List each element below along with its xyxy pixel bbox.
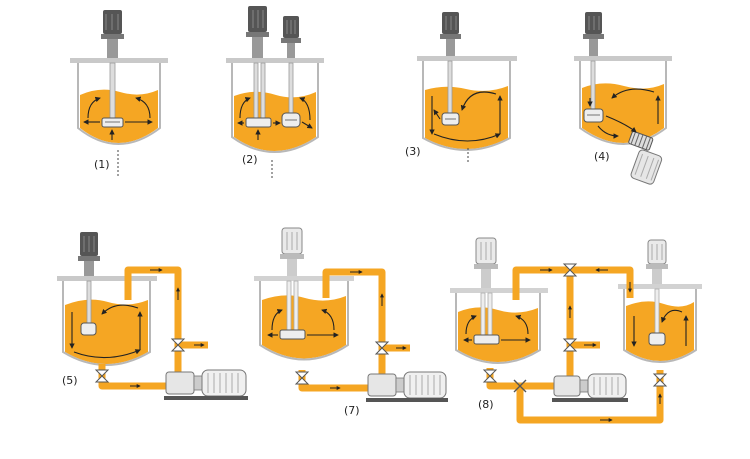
tank-lid [574, 56, 672, 61]
config-label: (7) [344, 404, 360, 417]
shaft [86, 280, 92, 326]
shaft [654, 288, 660, 336]
motor-2b [281, 16, 301, 58]
tank-1 [70, 58, 168, 145]
flow-arrow-icon [540, 268, 662, 422]
shaft [293, 280, 299, 332]
flow-arrow-icon [463, 314, 531, 343]
motor-8b [646, 239, 668, 284]
valve-icon [294, 371, 310, 385]
tank-wall [62, 280, 151, 366]
valve-icon [562, 263, 578, 277]
config-8: (8) [450, 237, 702, 424]
coupling [107, 39, 118, 58]
shaft [288, 62, 294, 116]
flow-arrow-icon [69, 304, 143, 359]
rotor-stator-head-icon [101, 117, 124, 128]
shaft [447, 60, 453, 116]
config-4: (4) [574, 12, 672, 185]
inline-pump-icon [164, 369, 248, 400]
shaft [286, 280, 292, 332]
motor-3 [440, 12, 461, 56]
tank-wall [259, 280, 349, 361]
config-1: (1) [70, 10, 168, 178]
config-2: (2) [226, 6, 324, 178]
outlet-pipe [98, 364, 172, 390]
shaft [109, 62, 116, 122]
motor-2a [246, 6, 269, 58]
rotor-stator-head-icon [281, 112, 301, 128]
motor-8a [474, 237, 498, 288]
inline-pump-icon [366, 371, 448, 402]
valve-icon [482, 369, 498, 383]
inline-pump-icon [552, 373, 628, 402]
config-5: (5) [57, 232, 248, 400]
shaft [487, 292, 493, 338]
motor-flange [101, 34, 124, 39]
flow-arrow-icon [267, 308, 339, 338]
flow-arrow-icon [631, 309, 689, 347]
tank-wall [579, 60, 667, 145]
flow-arrow-icon [83, 96, 153, 140]
shaft [260, 62, 266, 122]
tank-lid [450, 288, 548, 293]
liquid [582, 83, 664, 143]
rotor-stator-head-icon [441, 112, 460, 126]
rotor-stator-head-icon [628, 131, 654, 151]
flow-arrow-icon [130, 268, 205, 388]
config-label: (3) [405, 145, 421, 158]
rotor-stator-head-icon [473, 334, 500, 345]
liquid [425, 86, 508, 149]
bottom-mixer [628, 131, 663, 185]
electric-motor-icon [201, 369, 247, 397]
tank-lid [226, 58, 324, 63]
tank-lid [417, 56, 517, 61]
flow-arrow-icon [587, 88, 661, 139]
tank-lid [254, 276, 354, 281]
config-label: (1) [94, 158, 110, 171]
config-3: (3) [405, 12, 517, 164]
config-label: (8) [478, 398, 494, 411]
flow-arrow-icon [237, 97, 313, 140]
valve-icon [94, 369, 110, 383]
valve-icon [374, 341, 390, 355]
motor-5 [78, 232, 100, 276]
tank-lid [57, 276, 157, 281]
flow-arrow-icon [429, 91, 503, 142]
valve-icon [170, 338, 186, 352]
liquid [626, 301, 694, 361]
rotor-stator-head-icon [80, 322, 97, 336]
liquid [65, 299, 148, 364]
shaft [480, 292, 486, 338]
tank-wall [77, 62, 161, 145]
config-label: (4) [594, 150, 610, 163]
motor-7 [280, 227, 304, 276]
outlet-pipe [298, 370, 372, 392]
motor-4 [583, 12, 604, 56]
motor-1 [101, 10, 124, 58]
tank-lid [618, 284, 702, 289]
valve-icon [562, 338, 578, 352]
electric-motor-icon [630, 149, 663, 185]
tank-wall [231, 62, 319, 153]
config-7: (7) [254, 227, 448, 417]
config-label: (5) [62, 374, 78, 387]
valve-icon [513, 379, 527, 393]
valve-icon [652, 373, 668, 387]
config-label: (2) [242, 153, 258, 166]
rotor-stator-head-icon [583, 108, 604, 123]
shaft [253, 62, 259, 122]
tank-wall [455, 292, 541, 364]
tank-wall [623, 288, 697, 363]
rotor-stator-head-icon [648, 332, 666, 346]
shaft [590, 60, 596, 112]
rotor-stator-head-icon [279, 329, 306, 340]
flow-arrow-icon [330, 270, 407, 390]
rotor-stator-head-icon [245, 117, 272, 128]
liquid [80, 89, 158, 143]
tank-lid [70, 58, 168, 63]
tank-wall [422, 60, 511, 151]
